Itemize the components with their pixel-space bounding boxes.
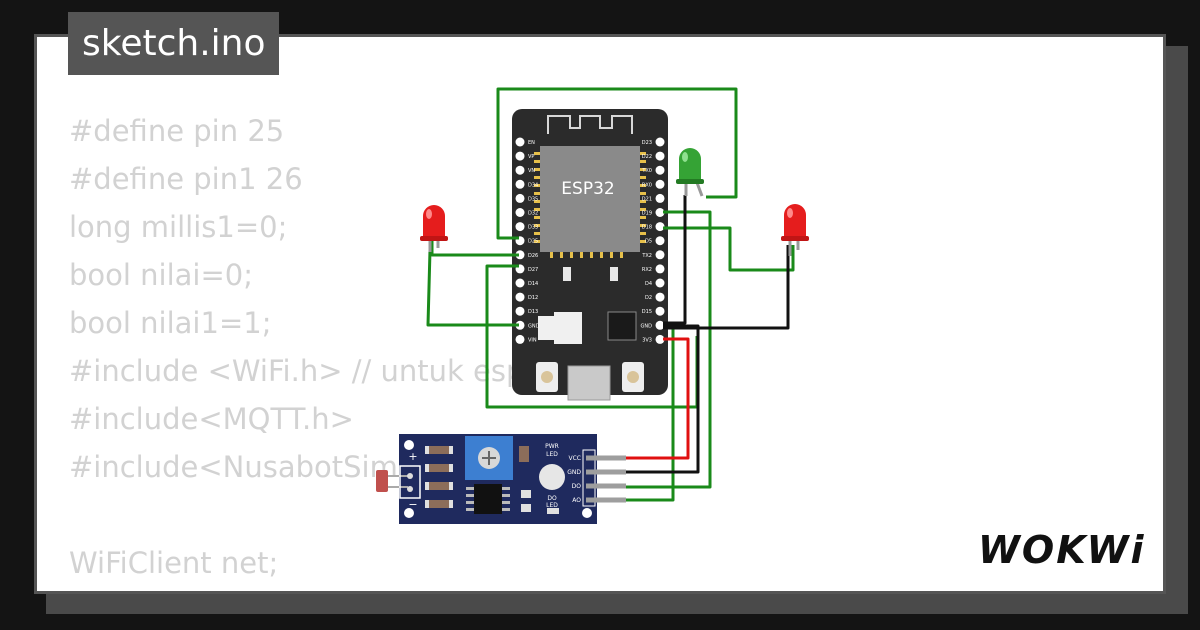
pin-hole xyxy=(515,137,525,147)
pin-label: D5 xyxy=(645,239,652,245)
sensor-pin-label: GND xyxy=(567,469,581,476)
pin-label: D19 xyxy=(642,211,652,217)
sensor-pin xyxy=(586,455,626,461)
photoresistor-icon xyxy=(376,470,388,492)
pin-hole xyxy=(655,208,665,217)
do-led-label: DO xyxy=(547,495,557,502)
code-line: #include<NusabotSim xyxy=(69,450,398,484)
pin-label: D34 xyxy=(528,182,538,188)
pin-label: 3V3 xyxy=(642,337,652,343)
pin-hole xyxy=(515,222,525,232)
pin-label: D32 xyxy=(528,211,538,217)
pin-hole xyxy=(515,292,525,302)
pin-hole xyxy=(515,306,525,316)
pin-hole xyxy=(515,320,525,330)
red-led-left xyxy=(420,205,448,252)
pin-hole xyxy=(515,208,525,217)
code-line: bool nilai=0; xyxy=(69,258,254,292)
sensor-pin-label: VCC xyxy=(569,455,581,462)
pin-label: TX0 xyxy=(641,168,652,174)
pin-label: D25 xyxy=(528,239,538,245)
pin-hole xyxy=(655,278,665,288)
black-wires xyxy=(610,195,790,474)
pin-hole xyxy=(655,306,665,316)
pin-label: D23 xyxy=(642,140,652,146)
pin-hole xyxy=(515,151,525,161)
pin-hole xyxy=(515,165,525,175)
pin-label: VN xyxy=(528,168,535,174)
pin-hole xyxy=(515,250,525,260)
en-button xyxy=(536,362,558,392)
pin-hole xyxy=(655,137,665,147)
pin-hole xyxy=(655,165,665,175)
pin-label: D12 xyxy=(528,295,538,301)
pin-hole xyxy=(655,236,665,246)
pin-label: D35 xyxy=(528,196,538,202)
pin-hole xyxy=(655,193,665,203)
pin-hole xyxy=(655,222,665,232)
pin-hole xyxy=(655,250,665,260)
pin-label: D15 xyxy=(642,309,652,315)
code-line: WiFiClient net; xyxy=(69,546,279,580)
code-line: #include<MQTT.h> xyxy=(69,402,354,436)
minus-label: − xyxy=(408,498,417,511)
pin-label: VIN xyxy=(528,337,537,343)
pin-hole xyxy=(515,334,525,344)
chip-label: ESP32 xyxy=(561,179,614,199)
sensor-pin-label: DO xyxy=(572,483,582,490)
pin-hole xyxy=(515,179,525,189)
pin-label: D18 xyxy=(642,225,652,231)
pin-hole xyxy=(655,151,665,161)
led-indicator-icon xyxy=(539,464,565,490)
pin-label: GND xyxy=(641,323,653,329)
pin-label: D33 xyxy=(528,225,538,231)
usb-port xyxy=(567,365,611,401)
pin-hole xyxy=(655,264,665,274)
esp32-board: ESP32 ENVPVND34D35D32D33D25D26D27D14D12D… xyxy=(512,109,668,401)
pin-hole xyxy=(655,179,665,189)
pin-label: D22 xyxy=(642,154,652,160)
do-led-label-2: LED xyxy=(546,502,558,509)
boot-button xyxy=(622,362,644,392)
pin-hole xyxy=(655,292,665,302)
pin-label: EN xyxy=(528,140,535,146)
ldr-sensor-module: + − PWR xyxy=(376,434,626,524)
sketch-title: sketch.ino xyxy=(68,12,280,75)
red-led-right xyxy=(781,204,809,256)
sensor-pin xyxy=(586,483,626,489)
pin-label: D4 xyxy=(645,281,652,287)
red-wire xyxy=(610,337,690,460)
pwr-led-label: PWR xyxy=(545,443,559,450)
pin-label: D21 xyxy=(642,196,652,202)
pin-label: RX2 xyxy=(642,267,652,273)
pin-label: TX2 xyxy=(641,253,652,259)
pin-label: VP xyxy=(528,154,534,160)
code-line: bool nilai1=1; xyxy=(69,306,272,340)
pin-hole xyxy=(655,320,665,330)
pin-hole xyxy=(655,334,665,344)
sensor-pin xyxy=(586,469,626,475)
green-led xyxy=(676,148,704,197)
pin-label: D2 xyxy=(645,295,652,301)
pin-label: D13 xyxy=(528,309,538,315)
code-preview: #define pin 25 #define pin1 26 long millis… xyxy=(69,107,524,591)
pin-label: D27 xyxy=(528,267,538,273)
pwr-led-label-2: LED xyxy=(546,451,558,458)
sensor-pin-label: AO xyxy=(572,497,581,504)
pin-hole xyxy=(515,278,525,288)
pin-label: GND xyxy=(528,323,540,329)
pin-label: RX0 xyxy=(642,182,652,188)
wokwi-logo: WOKWi xyxy=(978,528,1146,572)
sensor-pin xyxy=(586,497,626,503)
code-line: #define pin 25 xyxy=(69,114,285,148)
plus-label: + xyxy=(408,450,417,463)
code-line: #define pin1 26 xyxy=(69,162,303,196)
pin-label: D14 xyxy=(528,281,538,287)
pin-label: D26 xyxy=(528,253,538,259)
code-line: long millis1=0; xyxy=(69,210,288,244)
pin-hole xyxy=(515,193,525,203)
